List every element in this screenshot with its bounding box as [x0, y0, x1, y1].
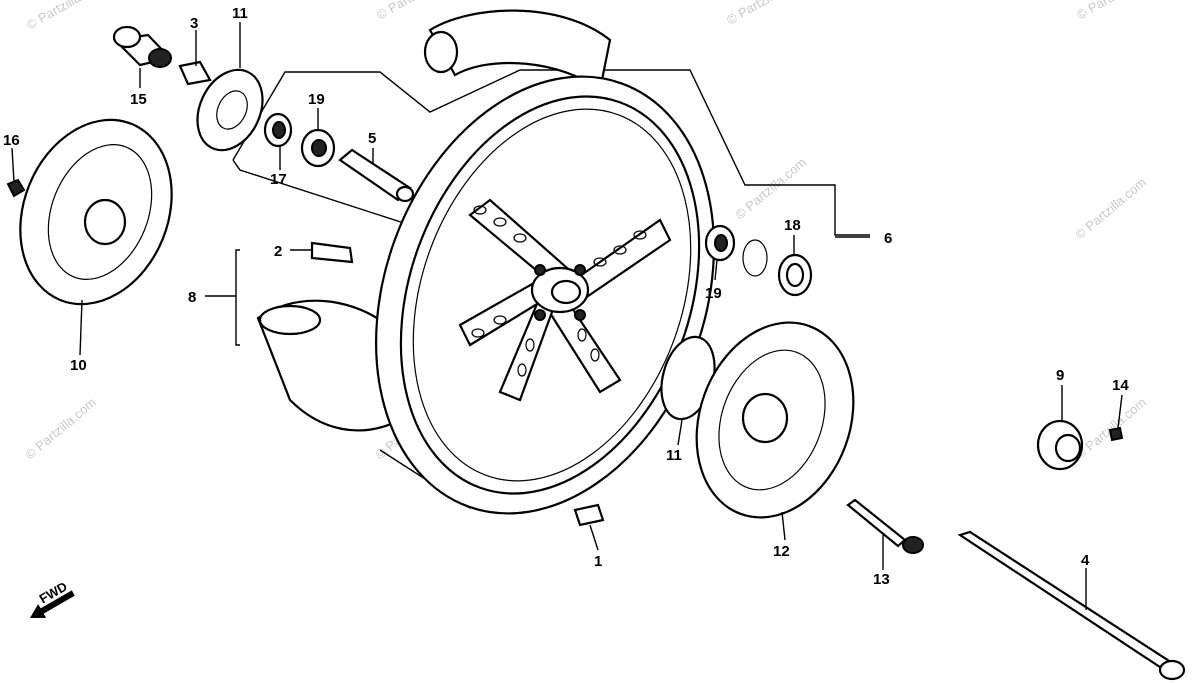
callout-13: 13: [873, 571, 890, 588]
circlip-part: [742, 239, 768, 277]
brake-disc-right: [695, 321, 855, 519]
callout-6: 6: [884, 230, 892, 247]
callout-3: 4: [1081, 552, 1090, 569]
callout-18: 14: [1112, 377, 1129, 394]
screw-part: [1108, 426, 1124, 442]
valve-part: [310, 241, 354, 264]
spacer-part: [178, 60, 212, 86]
watermark: © Partzilla.com: [1074, 0, 1157, 23]
axle-part: [957, 530, 1182, 677]
callout-2: 2: [274, 243, 282, 260]
leader-lines: [11, 22, 1123, 610]
watermark: © Partzilla.com: [732, 154, 809, 222]
watermark: © Partzilla.com: [1072, 174, 1149, 242]
callout-12: 12: [773, 543, 790, 560]
callout-19b: 19: [705, 285, 722, 302]
callout-17: 18: [784, 217, 801, 234]
brake-disc-left: [19, 118, 173, 306]
callout-9: 9: [1056, 367, 1064, 384]
watermark: © Partzilla.com: [22, 394, 99, 462]
callout-19: 19: [308, 91, 325, 108]
watermark: © Partzilla.com: [374, 0, 457, 23]
nut-part: [6, 178, 26, 198]
watermark: © Partzilla.com: [1072, 394, 1149, 462]
callout-8: 8: [188, 289, 196, 306]
assembly-boundary: [232, 159, 411, 226]
valve-nut-part: [573, 503, 605, 527]
callout-16: 17: [270, 171, 287, 188]
callout-14: 15: [130, 91, 147, 108]
callout-15: 16: [3, 132, 20, 149]
tire: [256, 9, 612, 432]
callout-10: 10: [70, 357, 87, 374]
callouts: 3 11 15 16 19 5 17 2 8 10 19 18 6 11 12 …: [3, 5, 1129, 588]
callout-11b: 11: [666, 447, 682, 464]
fwd-arrow: FWD: [30, 579, 75, 618]
callout-4: 3: [190, 15, 198, 32]
collar-part: [112, 25, 173, 68]
callout-1: 1: [594, 553, 602, 570]
gasket-part: [196, 68, 264, 152]
wheel-rim: [374, 75, 716, 515]
arrow-icon: [30, 590, 75, 618]
rim-holes: [471, 205, 647, 377]
callout-11: 11: [232, 5, 248, 22]
callout-5: 5: [368, 130, 376, 147]
bolt-part: [846, 498, 907, 548]
speedometer-gearbox: [1036, 419, 1084, 471]
watermark: © Partzilla.com: [724, 0, 807, 28]
watermark: © Partzilla.com: [24, 0, 107, 33]
